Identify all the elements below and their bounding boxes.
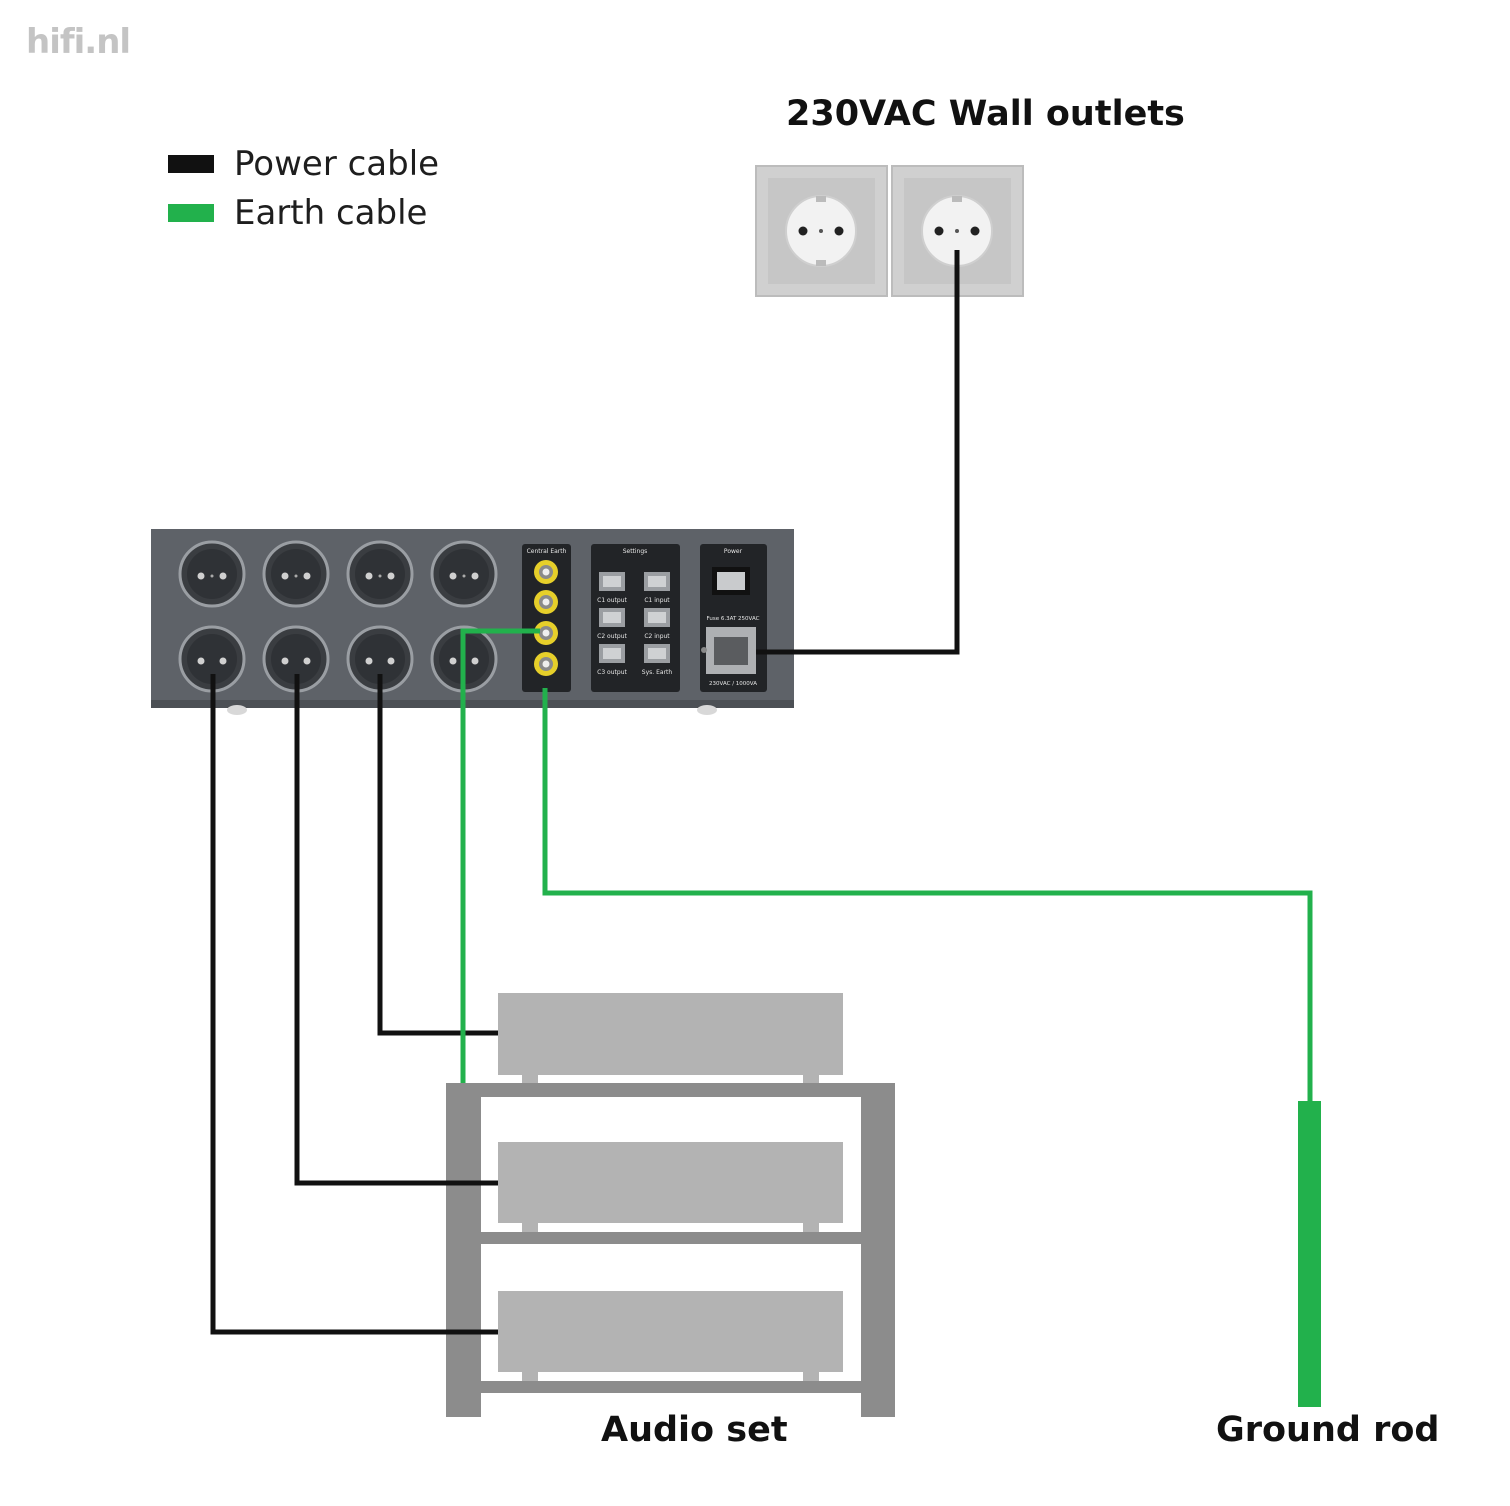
- earth-cable-rack: [460, 628, 540, 1083]
- wall-outlets-title: 230VAC Wall outlets: [786, 94, 1185, 134]
- unit-outlet: [262, 540, 330, 608]
- legend-swatch-power: [168, 155, 214, 173]
- earth-terminal: [534, 590, 558, 614]
- power-cable-component: [294, 674, 498, 1186]
- power-cable-component: [210, 674, 498, 1335]
- wall-outlet-right: [891, 165, 1024, 297]
- toggle-switch[interactable]: [599, 608, 625, 627]
- earth-cable-ground: [542, 688, 1313, 1103]
- audio-component: [498, 1142, 843, 1232]
- central-earth-panel: Central Earth: [522, 544, 571, 692]
- ground-rod-label: Ground rod: [1216, 1410, 1440, 1450]
- iec-power-inlet[interactable]: [701, 627, 756, 674]
- audio-component: [498, 1291, 843, 1381]
- legend-label-power: Power cable: [234, 144, 440, 184]
- settings-panel: Settings C1 output C1 input C2 output C2…: [591, 544, 680, 692]
- switch-label: C1 output: [597, 597, 627, 604]
- toggle-switch[interactable]: [644, 644, 670, 663]
- switch-label: C3 output: [597, 669, 627, 676]
- switch-label: Sys. Earth: [642, 669, 673, 676]
- unit-outlet: [262, 625, 330, 693]
- audio-set-label: Audio set: [601, 1410, 788, 1450]
- power-panel: Power Fuse 6.3AT 250VAC 230VAC / 1000VA: [700, 544, 767, 692]
- toggle-switch[interactable]: [599, 572, 625, 591]
- fuse-label: Fuse 6.3AT 250VAC: [707, 616, 760, 622]
- toggle-switch[interactable]: [644, 572, 670, 591]
- unit-outlet: [346, 625, 414, 693]
- toggle-switch[interactable]: [599, 644, 625, 663]
- switch-label: C2 output: [597, 633, 627, 640]
- power-cable-component: [377, 674, 498, 1036]
- unit-outlet: [178, 625, 246, 693]
- earth-terminal: [534, 652, 558, 676]
- unit-outlet: [346, 540, 414, 608]
- switch-label: C2 input: [644, 633, 670, 640]
- legend-label-earth: Earth cable: [234, 193, 428, 233]
- watermark-logo: hifi.nl: [26, 22, 131, 62]
- settings-label: Settings: [623, 548, 648, 555]
- legend: Power cable Earth cable: [168, 142, 488, 242]
- earth-terminal: [534, 560, 558, 584]
- earth-terminal: [534, 621, 558, 645]
- power-label: Power: [724, 548, 743, 555]
- audio-rack: [446, 1083, 895, 1417]
- unit-outlet: [430, 540, 498, 608]
- switch-label: C1 input: [644, 597, 670, 604]
- toggle-switch[interactable]: [644, 608, 670, 627]
- ground-rod: [1298, 1101, 1321, 1407]
- legend-swatch-earth: [168, 204, 214, 222]
- central-earth-label: Central Earth: [527, 548, 567, 555]
- power-switch[interactable]: [712, 567, 750, 595]
- power-cable-mains: [756, 250, 960, 655]
- unit-outlet: [178, 540, 246, 608]
- audio-component: [498, 993, 843, 1083]
- rating-label: 230VAC / 1000VA: [709, 681, 757, 687]
- wall-outlet-left: [755, 165, 888, 297]
